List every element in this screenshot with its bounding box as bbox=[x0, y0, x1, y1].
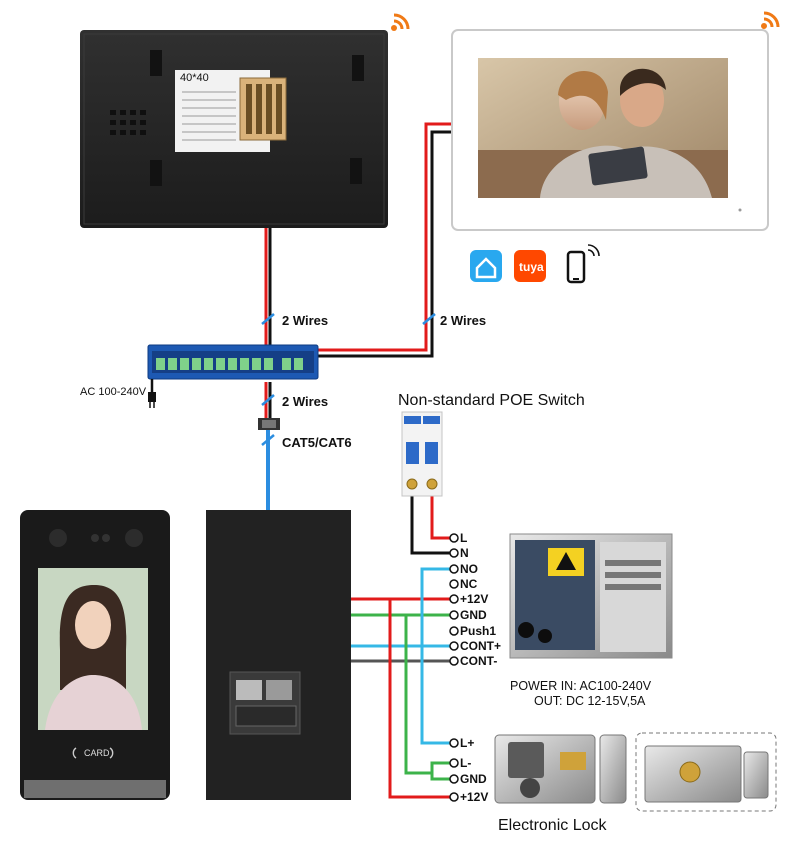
terminal-gnd2-label: GND bbox=[460, 772, 487, 786]
terminal-push1-icon bbox=[449, 626, 459, 636]
tuya-app-icon: tuya bbox=[514, 250, 546, 282]
woman-portrait bbox=[38, 568, 148, 730]
tuya-text: tuya bbox=[519, 260, 544, 274]
card-label: CARD bbox=[84, 748, 110, 758]
power-supply-line2: OUT: DC 12-15V,5A bbox=[534, 694, 646, 708]
electronic-lock-caption: Electronic Lock bbox=[498, 817, 607, 834]
ac-input-label: AC 100-240V bbox=[80, 386, 147, 398]
terminal-N-icon bbox=[449, 548, 459, 558]
terminal-NC-label: NC bbox=[460, 577, 478, 591]
monitor-back-panel: 40*40 bbox=[80, 30, 388, 228]
home-app-icon bbox=[470, 250, 502, 282]
terminal-12v2-label: +12V bbox=[460, 790, 488, 804]
lock-front-view bbox=[635, 732, 777, 812]
monitor-back-label: 40*40 bbox=[180, 72, 209, 84]
terminal-gnd-icon bbox=[449, 610, 459, 620]
terminal-N-label: N bbox=[460, 546, 469, 560]
couple-photo bbox=[478, 58, 728, 198]
wifi-icon bbox=[761, 11, 780, 29]
terminal-12v-label: +12V bbox=[460, 592, 488, 606]
indoor-monitor bbox=[451, 29, 769, 231]
electronic-lock bbox=[494, 734, 627, 804]
wire-label-left: 2 Wires bbox=[282, 313, 328, 328]
terminal-gnd2-icon bbox=[449, 774, 459, 784]
terminal-contm-icon bbox=[449, 656, 459, 666]
wifi-icon bbox=[391, 13, 410, 31]
breaker-terminals: LN bbox=[449, 531, 469, 560]
door-station-back bbox=[206, 510, 351, 800]
terminal-NO-label: NO bbox=[460, 562, 478, 576]
terminal-NO-icon bbox=[449, 564, 459, 574]
terminal-lp-label: L+ bbox=[460, 736, 474, 750]
terminal-gnd-label: GND bbox=[460, 608, 487, 622]
terminal-lm-icon bbox=[449, 758, 459, 768]
power-supply-line1: POWER IN: AC100-240V bbox=[510, 679, 652, 693]
poe-switch-unit bbox=[147, 344, 319, 408]
circuit-breaker bbox=[401, 411, 443, 497]
power-supply bbox=[509, 533, 673, 659]
smartphone-icon bbox=[566, 244, 600, 284]
lock-terminals: L+ L- GND +12V bbox=[449, 736, 488, 804]
terminal-L-icon bbox=[449, 533, 459, 543]
terminal-12v-icon bbox=[449, 594, 459, 604]
terminal-contm-label: CONT- bbox=[460, 654, 497, 668]
terminal-push1-label: Push1 bbox=[460, 624, 496, 638]
terminal-L-label: L bbox=[460, 531, 467, 545]
terminal-contp-label: CONT+ bbox=[460, 639, 501, 653]
terminal-NC-icon bbox=[449, 579, 459, 589]
wire-label-down: 2 Wires bbox=[282, 394, 328, 409]
cat-cable-label: CAT5/CAT6 bbox=[282, 435, 352, 450]
terminal-lp-icon bbox=[449, 738, 459, 748]
face-recognition-panel: CARD bbox=[20, 510, 170, 800]
terminal-12v2-icon bbox=[449, 792, 459, 802]
poe-switch-caption: Non-standard POE Switch bbox=[398, 392, 585, 409]
terminal-contp-icon bbox=[449, 641, 459, 651]
wire-label-right: 2 Wires bbox=[440, 313, 486, 328]
terminal-lm-label: L- bbox=[460, 756, 471, 770]
rj45-connector bbox=[258, 418, 280, 430]
